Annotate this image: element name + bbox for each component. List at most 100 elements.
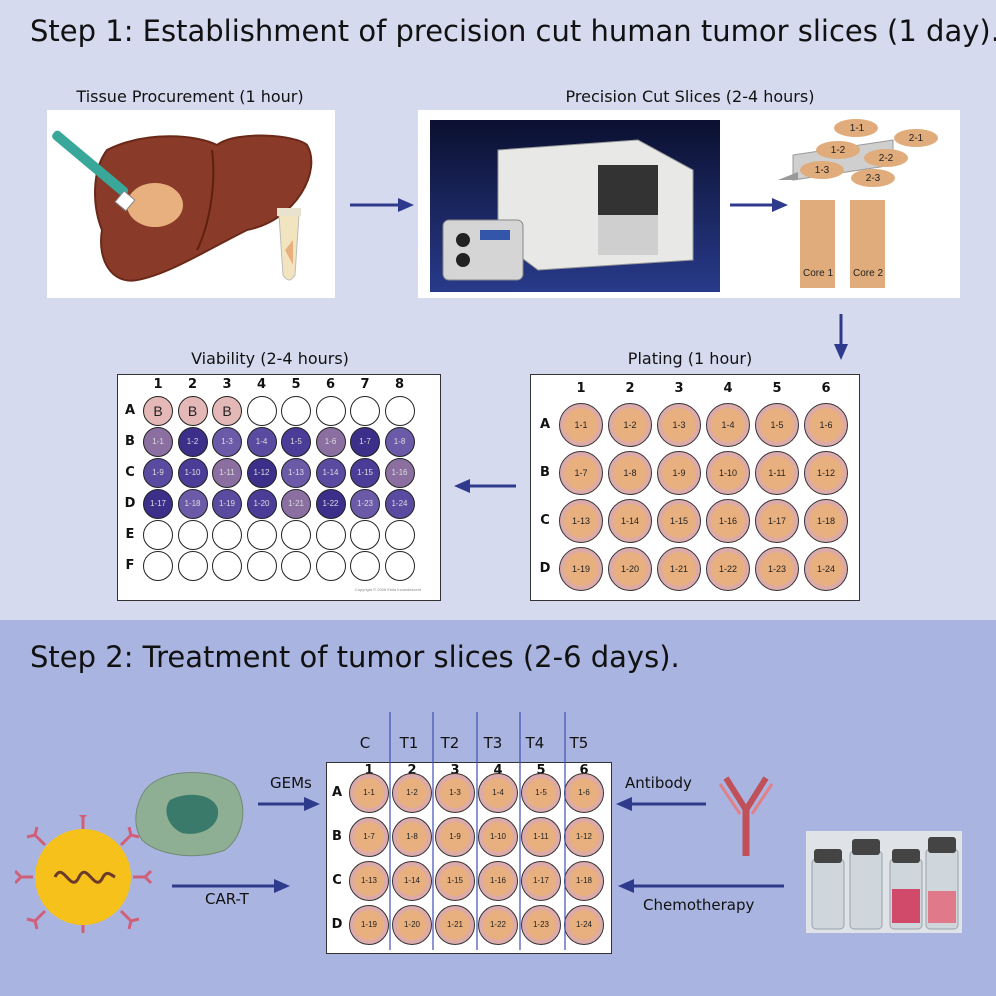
core2-bar: [850, 200, 885, 288]
plate-well: B: [143, 396, 173, 426]
plate-well: 1-24: [384, 489, 415, 519]
gems-icon: [135, 772, 244, 857]
column-header: 3: [450, 763, 460, 778]
biopsy-punch-icon: [52, 130, 129, 197]
core1-label: Core 1: [802, 268, 833, 279]
well-label: 1-24: [569, 910, 599, 940]
plate-well: [384, 520, 415, 550]
plate-well: [177, 551, 208, 581]
well-label: 1-21: [287, 499, 304, 508]
car-t-cell-icon: [15, 815, 153, 933]
well-label: 1-20: [613, 552, 647, 586]
well-label: 1-17: [526, 866, 556, 896]
well-label: 1-6: [569, 778, 599, 808]
plate-well: 1-9: [657, 451, 701, 495]
column-header: 2: [187, 377, 198, 392]
column-header: 6: [579, 763, 589, 778]
well-label: 1-1: [564, 408, 598, 442]
arrow-plating-to-viability: [454, 479, 516, 493]
column-header: 6: [821, 381, 831, 396]
row-header: A: [331, 785, 343, 800]
well-label: 1-22: [322, 499, 339, 508]
column-header: 1: [153, 377, 163, 392]
plate-well: 1-23: [755, 547, 799, 591]
gems-label: GEMs: [270, 774, 312, 792]
well-label: 1-7: [354, 822, 384, 852]
plate-well: 1-17: [143, 489, 173, 519]
liver-icon: [94, 134, 313, 282]
plate-well: 1-8: [384, 427, 415, 457]
plate-well: 1-12: [246, 458, 277, 488]
plate-well: 1-13: [349, 861, 389, 901]
antibody-label: Antibody: [625, 774, 692, 792]
plate-well: 1-19: [212, 489, 242, 519]
well-label: 1-19: [564, 552, 598, 586]
plate-well: 1-3: [657, 403, 701, 447]
plate-well: [212, 551, 242, 581]
well-label: 1-1: [354, 778, 384, 808]
plate-well: 1-16: [706, 499, 750, 543]
slice-label: 2-1: [908, 133, 924, 144]
plate-well: 1-5: [281, 427, 311, 457]
well-label: 1-17: [149, 499, 166, 508]
treatment-dividers: [389, 712, 566, 950]
plate-well: 1-21: [435, 905, 475, 945]
plate-well: 1-22: [315, 489, 346, 519]
plate-well: 1-18: [564, 861, 604, 901]
plate-well: 1-7: [350, 427, 380, 457]
row-header: D: [124, 496, 136, 511]
plate-well: 1-6: [564, 773, 604, 813]
antibody-icon: [718, 776, 774, 856]
plate-well: [246, 396, 277, 426]
tissue-image: [47, 110, 335, 298]
treatment-label: C: [359, 734, 371, 752]
plate-well: 1-10: [177, 458, 208, 488]
plate-well: 1-4: [478, 773, 518, 813]
column-header: 2: [625, 381, 635, 396]
plate-well: [143, 520, 173, 550]
plate-well: 1-1: [559, 403, 603, 447]
plate-well: 1-2: [177, 427, 208, 457]
plate-well: 1-16: [478, 861, 518, 901]
column-header: 4: [493, 763, 503, 778]
well-label: 1-4: [711, 408, 745, 442]
plate-well: 1-23: [350, 489, 380, 519]
plate-well: 1-8: [392, 817, 432, 857]
step2-title: Step 2: Treatment of tumor slices (2-6 d…: [30, 640, 680, 674]
plate-well: 1-3: [435, 773, 475, 813]
well-label: 1-19: [218, 499, 235, 508]
well-label: 1-2: [186, 437, 199, 446]
column-header: 3: [222, 377, 232, 392]
well-label: 1-9: [440, 822, 470, 852]
plate-well: 1-19: [349, 905, 389, 945]
plate-well: 1-21: [281, 489, 311, 519]
column-header: 5: [772, 381, 782, 396]
plate-well: 1-21: [657, 547, 701, 591]
plate-well: 1-20: [608, 547, 652, 591]
well-label: 1-21: [662, 552, 696, 586]
tumor-region: [127, 183, 183, 227]
well-label: 1-15: [356, 468, 373, 477]
plate-well: 1-14: [608, 499, 652, 543]
plate-well: 1-14: [315, 458, 346, 488]
plate-well: 1-1: [349, 773, 389, 813]
plate-well: 1-13: [559, 499, 603, 543]
slices-caption: Precision Cut Slices (2-4 hours): [565, 87, 815, 106]
well-label: 1-21: [440, 910, 470, 940]
well-label: 1-18: [809, 504, 843, 538]
plate-well: 1-12: [804, 451, 848, 495]
plate-well: 1-15: [657, 499, 701, 543]
well-label: 1-11: [760, 456, 794, 490]
plate-well: [350, 551, 380, 581]
plate-well: [143, 551, 173, 581]
column-header: 4: [723, 381, 733, 396]
plate-well: [177, 520, 208, 550]
plate-well: 1-15: [350, 458, 380, 488]
row-header: E: [125, 527, 135, 542]
well-label: 1-2: [613, 408, 647, 442]
core1-bar: [800, 200, 835, 288]
well-label: 1-24: [809, 552, 843, 586]
